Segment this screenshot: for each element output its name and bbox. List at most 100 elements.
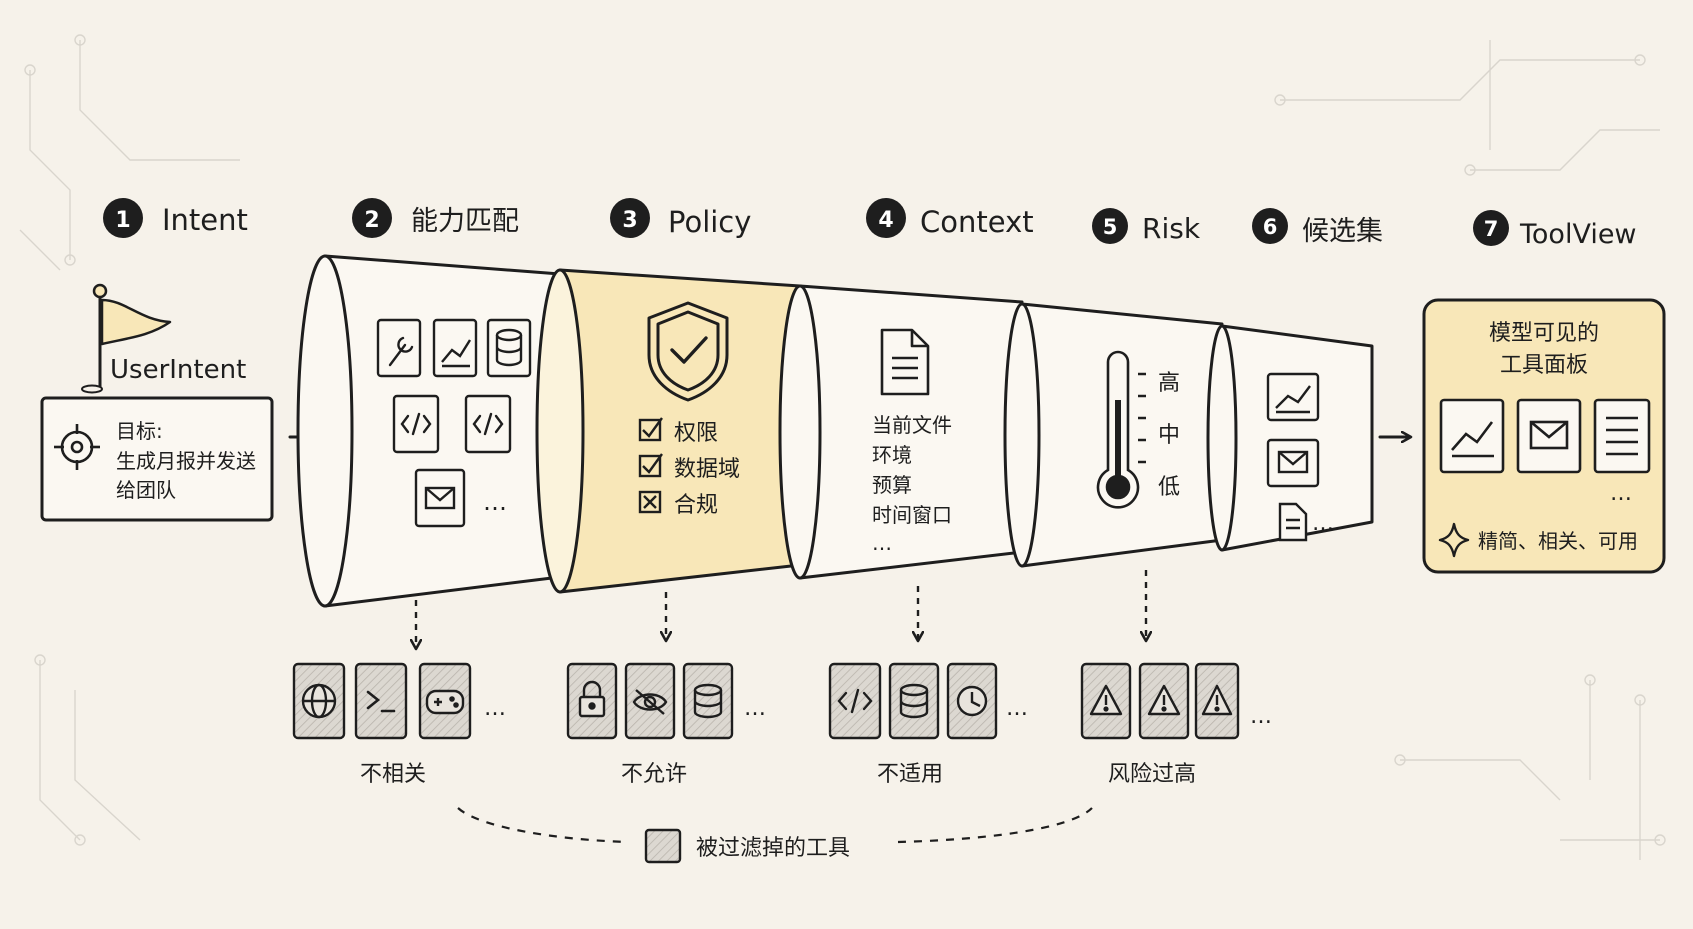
stage-number: 5 xyxy=(1103,215,1118,239)
context-item: 环境 xyxy=(872,443,912,467)
filtered-group-irrelevant: … 不相关 xyxy=(292,662,506,787)
eye-off-icon xyxy=(632,689,668,715)
target-icon xyxy=(54,424,100,470)
more-ellipsis: … xyxy=(484,696,506,721)
policy-item: 数据域 xyxy=(674,457,740,482)
stage-label: Context xyxy=(920,205,1034,239)
filter-reason-label: 不允许 xyxy=(621,762,687,787)
warning-icon xyxy=(1089,684,1123,716)
stage-header-2: 2 能力匹配 xyxy=(352,198,519,238)
sparkle-icon xyxy=(1438,522,1470,558)
stage-header-4: 4 Context xyxy=(866,198,1034,239)
stage-label: Risk xyxy=(1142,212,1201,245)
stage-number: 1 xyxy=(115,208,130,233)
stage-headers: 1 Intent 2 能力匹配 3 Policy 4 Context 5 Ris… xyxy=(103,198,1637,250)
toolview-footer: 精简、相关、可用 xyxy=(1478,529,1638,553)
stage-header-3: 3 Policy xyxy=(610,198,751,239)
database-icon xyxy=(486,318,532,378)
circuit-decoration xyxy=(19,34,1666,860)
more-ellipsis: … xyxy=(744,696,766,721)
more-ellipsis: … xyxy=(483,488,507,516)
stage-number: 7 xyxy=(1484,217,1499,241)
filtered-swatch xyxy=(644,828,682,864)
toolview-panel: 模型可见的 工具面板 … 精简、相关、可用 xyxy=(1422,298,1666,574)
database-icon xyxy=(899,683,929,719)
stage-label: ToolView xyxy=(1519,219,1637,250)
shield-icon xyxy=(647,301,729,402)
stage-number: 2 xyxy=(364,208,379,233)
document-icon xyxy=(880,328,930,396)
gamepad-icon xyxy=(425,689,465,715)
database-icon xyxy=(693,683,723,719)
document-icon xyxy=(1593,398,1651,474)
more-ellipsis: … xyxy=(1610,481,1632,506)
policy-checklist: 权限 数据域 合规 xyxy=(638,417,740,518)
filtered-group-high-risk: … 风险过高 xyxy=(1080,662,1272,787)
mail-icon xyxy=(414,468,466,528)
stage-label: 候选集 xyxy=(1302,216,1383,247)
risk-level: 低 xyxy=(1158,475,1180,500)
more-ellipsis: … xyxy=(1312,511,1334,536)
filter-reason-label: 风险过高 xyxy=(1108,762,1196,787)
goal-line-2: 给团队 xyxy=(116,478,176,502)
filtered-group-not-applicable: … 不适用 xyxy=(828,662,1028,787)
funnel-segment-capability: … xyxy=(296,254,562,608)
user-intent-label: UserIntent xyxy=(110,355,246,385)
clock-icon xyxy=(956,685,988,717)
funnel-segment-policy: 权限 数据域 合规 xyxy=(535,268,802,594)
more-ellipsis: … xyxy=(1006,696,1028,721)
stage-header-6: 6 候选集 xyxy=(1252,208,1383,247)
stage-label: 能力匹配 xyxy=(411,206,519,237)
more-ellipsis: … xyxy=(1250,704,1272,729)
stage-header-7: 7 ToolView xyxy=(1473,210,1637,250)
filtered-group-not-allowed: … 不允许 xyxy=(566,662,766,787)
chart-icon xyxy=(1439,398,1505,474)
goal-card xyxy=(40,396,274,522)
policy-item: 合规 xyxy=(674,493,718,518)
stage-number: 4 xyxy=(878,208,893,233)
context-item: 当前文件 xyxy=(872,413,952,437)
globe-icon xyxy=(301,683,337,719)
toolview-title-line-1: 模型可见的 xyxy=(1489,321,1599,346)
warning-icon xyxy=(1201,684,1233,716)
stage-header-1: 1 Intent xyxy=(103,198,248,238)
risk-level: 高 xyxy=(1158,371,1180,396)
filter-reason-label: 不相关 xyxy=(360,762,426,787)
check-icon xyxy=(638,417,663,514)
goal-label: 目标: xyxy=(116,419,163,443)
terminal-icon xyxy=(366,690,396,713)
goal-line-1: 生成月报并发送 xyxy=(116,449,256,473)
document-icon xyxy=(1278,502,1308,542)
stage-number: 6 xyxy=(1263,215,1278,239)
chart-icon xyxy=(1266,372,1320,422)
lock-icon xyxy=(578,680,606,718)
code-icon xyxy=(464,394,512,454)
thermometer-icon xyxy=(1096,350,1146,509)
filtered-legend: 被过滤掉的工具 xyxy=(457,807,1093,864)
code-icon xyxy=(837,688,873,714)
stage-header-5: 5 Risk xyxy=(1092,208,1201,245)
stage-label: Intent xyxy=(162,203,248,237)
code-icon xyxy=(392,394,440,454)
stage-label: Policy xyxy=(668,205,751,239)
mail-icon xyxy=(1266,438,1320,488)
funnel-segment-candidates: … xyxy=(1206,324,1374,552)
mail-icon xyxy=(1516,398,1582,474)
funnel-segment-context: 当前文件 环境 预算 时间窗口 … xyxy=(778,284,1024,580)
stage-number: 3 xyxy=(622,208,637,233)
toolview-title-line-2: 工具面板 xyxy=(1500,353,1588,378)
intent-stage: UserIntent 目标: 生成月报并发送 给团队 xyxy=(40,283,274,522)
context-item: 预算 xyxy=(872,473,912,497)
wrench-icon xyxy=(376,318,422,378)
filter-reason-label: 不适用 xyxy=(877,762,943,787)
filter-drop-arrows xyxy=(416,570,1146,648)
chart-icon xyxy=(432,318,478,378)
warning-icon xyxy=(1147,684,1181,716)
context-item: 时间窗口 xyxy=(872,503,952,527)
legend-label: 被过滤掉的工具 xyxy=(696,836,850,861)
flag-icon xyxy=(81,283,172,394)
funnel-segment-risk: 高 中 低 xyxy=(1003,302,1224,568)
policy-item: 权限 xyxy=(674,421,718,446)
risk-level: 中 xyxy=(1158,423,1180,448)
